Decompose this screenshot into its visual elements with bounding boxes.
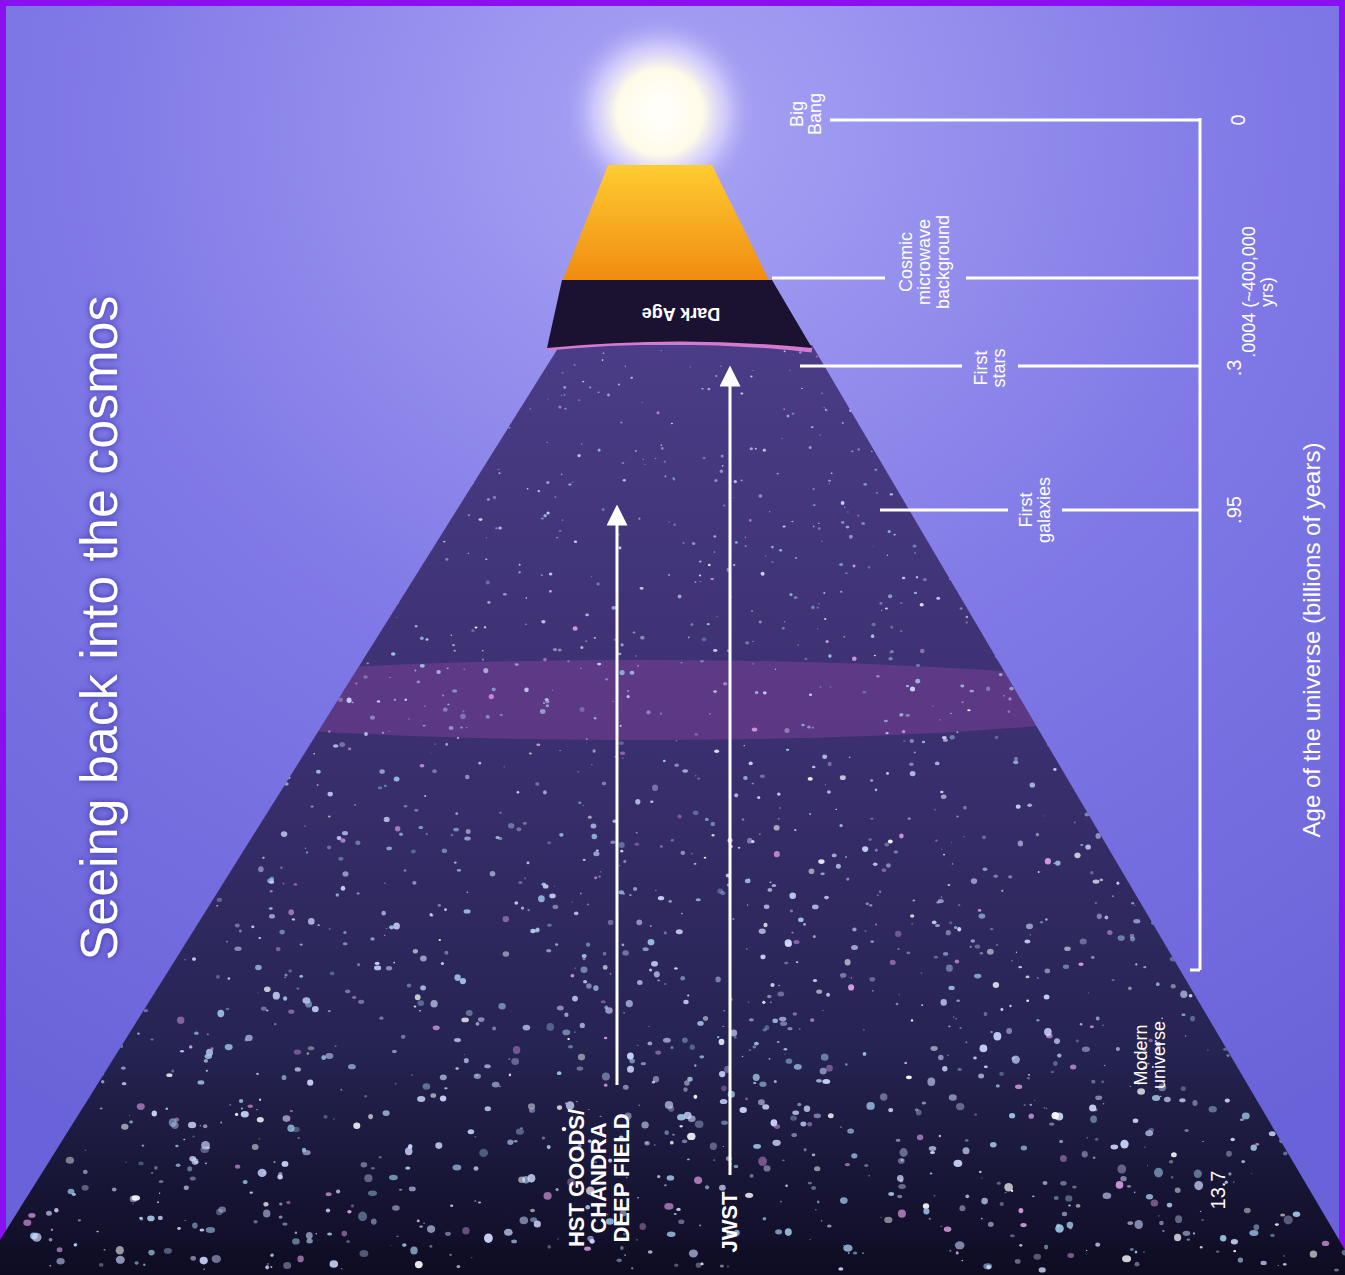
scale-number: 13.7: [1208, 1171, 1228, 1210]
title: Seeing back into the cosmos: [73, 296, 126, 961]
era-label: First stars: [972, 343, 1009, 393]
band-label: Dark Age: [642, 303, 720, 324]
telescope-label: JWST: [719, 1191, 741, 1252]
axis-label: Age of the universe (billions of years): [1300, 443, 1324, 838]
scale-number: .3: [1224, 360, 1244, 377]
era-band: Dark Age: [547, 280, 815, 352]
band-fill: [547, 280, 812, 348]
era-label: Big Bang: [788, 89, 825, 139]
era-label: Modern universe: [1132, 1015, 1169, 1095]
scale-number: .0004 (~400,000 yrs): [1240, 222, 1277, 362]
scale-number: 0: [1228, 114, 1248, 125]
scale-number: .95: [1224, 496, 1244, 524]
era-label: Cosmic microwave background: [897, 212, 952, 312]
telescope-label: HST GOODS/ CHANDRA DEEP FIELD: [566, 1098, 633, 1258]
era-label: First galaxies: [1017, 474, 1054, 546]
